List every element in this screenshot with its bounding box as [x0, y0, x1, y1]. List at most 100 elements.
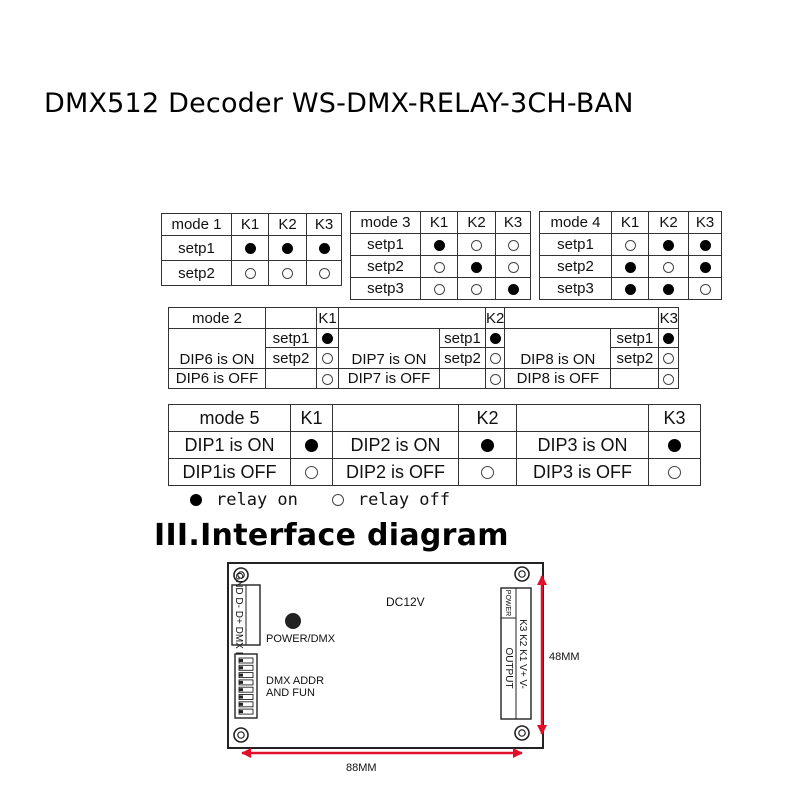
dip-switch-knob — [239, 702, 243, 706]
dip-label-line2: AND FUN — [266, 687, 315, 699]
mode1-state-cell — [268, 235, 307, 261]
mode2-state-cell — [658, 368, 680, 389]
mode3-state-cell — [495, 277, 531, 300]
mode2-state-cell — [316, 347, 339, 369]
dip-switch-knob — [239, 673, 243, 677]
mode5-state-cell — [648, 431, 701, 459]
mode5-k3-header: K3 — [648, 404, 701, 432]
dip-switch-knob — [239, 695, 243, 699]
mode2-k2-header: K2 — [484, 307, 506, 329]
mode5-header-row: mode 5 K1 K2 K3 — [168, 404, 701, 432]
relay-on-icon — [699, 261, 711, 273]
relay-off-icon — [433, 261, 445, 273]
relay-off-icon — [244, 268, 256, 280]
mode3-k1-header: K1 — [420, 211, 458, 234]
relay-on-icon — [663, 239, 674, 251]
mode5-on-label: DIP1 is ON — [168, 431, 291, 459]
mode5-on-label: DIP3 is ON — [516, 431, 649, 459]
relay-off-icon — [489, 353, 501, 365]
relay-off-icon — [699, 283, 711, 295]
mode4-state-cell — [648, 277, 689, 300]
mode2-dip-on-label: DIP8 is ON — [504, 328, 612, 369]
mode5-table: mode 5 K1 K2 K3 DIP1 is ON DIP2 is ON DI… — [168, 404, 701, 486]
relay-off-icon — [331, 494, 344, 506]
relay-off-icon — [507, 239, 519, 251]
output-terminal: POWER OUTPUT K3 K2 K1 V+ V- — [500, 587, 532, 720]
section-title: III.Interface diagram — [154, 518, 509, 553]
relay-off-icon — [489, 373, 501, 385]
mode3-k3-header: K3 — [495, 211, 531, 234]
mode1-label: mode 1 — [161, 213, 232, 236]
relay-on-icon — [322, 333, 333, 345]
dip-switch-knob — [239, 659, 243, 662]
mode3-step-label: setp2 — [350, 255, 421, 278]
relay-off-icon — [282, 268, 293, 280]
relay-on-icon — [624, 283, 636, 295]
mode1-table: mode 1 K1 K2 K3 setp1 setp2 — [161, 213, 342, 286]
mode2-state-cell — [658, 347, 680, 369]
mode3-row: setp2 — [350, 255, 531, 278]
voltage-label: DC12V — [386, 595, 425, 609]
relay-off-icon — [663, 353, 675, 365]
mode3-row: setp3 — [350, 277, 531, 300]
power-terminal-label: POWER — [504, 590, 511, 616]
legend: relay on relay off — [190, 490, 484, 510]
mode3-k2-header: K2 — [457, 211, 496, 234]
legend-off-label: relay off — [357, 490, 451, 510]
mode4-row: setp3 — [539, 277, 722, 300]
mode4-header-row: mode 4 K1 K2 K3 — [539, 211, 722, 234]
relay-off-icon — [471, 239, 482, 251]
mounting-hole-icon — [233, 567, 249, 583]
mode1-state-cell — [306, 260, 342, 286]
relay-on-icon — [282, 243, 293, 255]
mode2-dip-on-label: DIP6 is ON — [168, 328, 266, 369]
dip-switch-knob — [239, 710, 243, 714]
mode5-k1-header: K1 — [290, 404, 333, 432]
width-dimension-label: 88MM — [346, 762, 377, 774]
mode5-k2-header: K2 — [458, 404, 517, 432]
relay-on-icon — [699, 239, 711, 251]
mode2-state-cell — [316, 368, 339, 389]
mounting-hole-icon — [233, 727, 249, 743]
mode5-row: DIP1is OFF DIP2 is OFF DIP3 is OFF — [168, 458, 701, 486]
mode1-row: setp1 — [161, 235, 342, 261]
mode5-row: DIP1 is ON DIP2 is ON DIP3 is ON — [168, 431, 701, 459]
height-dimension-label: 48MM — [549, 651, 580, 663]
mode4-state-cell — [611, 255, 649, 278]
dip-switch-block — [234, 653, 258, 719]
mode5-state-cell — [290, 431, 333, 459]
relay-off-icon — [668, 466, 681, 480]
relay-on-icon — [624, 261, 636, 273]
mode3-state-cell — [420, 277, 458, 300]
relay-off-icon — [305, 466, 318, 480]
relay-off-icon — [322, 353, 333, 365]
mode3-header-row: mode 3 K1 K2 K3 — [350, 211, 531, 234]
mode1-state-cell — [306, 235, 342, 261]
mode2-row: DIP6 is OFF DIP7 is OFF DIP8 is OFF — [168, 368, 680, 389]
mode2-state-cell — [484, 368, 506, 389]
mode3-table: mode 3 K1 K2 K3 setp1 setp2 setp3 — [350, 211, 531, 300]
relay-off-icon — [663, 261, 674, 273]
mode5-state-cell — [648, 458, 701, 486]
relay-off-icon — [624, 239, 636, 251]
relay-on-icon — [433, 239, 445, 251]
mode4-table: mode 4 K1 K2 K3 setp1 setp2 setp3 — [539, 211, 722, 300]
mode3-state-cell — [457, 277, 496, 300]
relay-off-icon — [322, 373, 333, 385]
mode1-header-row: mode 1 K1 K2 K3 — [161, 213, 342, 236]
relay-on-icon — [481, 439, 494, 453]
relay-off-icon — [663, 373, 675, 385]
mode1-step-label: setp2 — [161, 260, 232, 286]
mode1-k3-header: K3 — [306, 213, 342, 236]
mode1-step-label: setp1 — [161, 235, 232, 261]
mounting-hole-icon — [514, 566, 530, 582]
mode5-state-cell — [458, 431, 517, 459]
relay-on-icon — [305, 439, 318, 453]
dip-label-line1: DMX ADDR — [266, 675, 324, 687]
dip-switch-knob — [239, 688, 243, 692]
relay-off-icon — [507, 261, 519, 273]
relay-on-icon — [668, 439, 681, 453]
mode5-off-label: DIP3 is OFF — [516, 458, 649, 486]
relay-on-icon — [190, 494, 202, 506]
relay-on-icon — [318, 243, 330, 255]
